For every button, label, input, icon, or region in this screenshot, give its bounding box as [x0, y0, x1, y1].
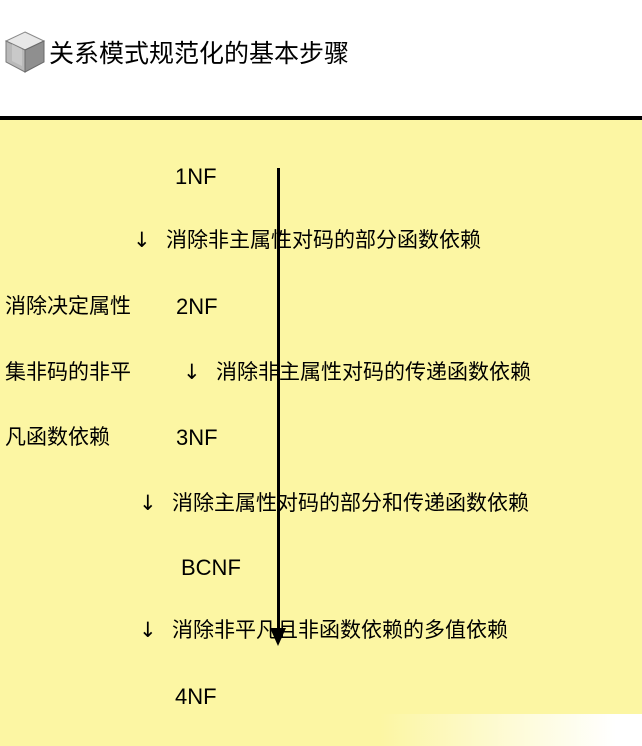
- side-note-line1: 消除决定属性: [5, 294, 131, 318]
- step3-label: 消除主属性对码的部分和传递函数依赖: [172, 491, 529, 515]
- nf2-label: 2NF: [176, 294, 218, 319]
- arrow-down-icon: ↓: [183, 360, 201, 384]
- flow-arrow-line: [277, 168, 280, 630]
- page-title: 关系模式规范化的基本步骤: [49, 39, 350, 68]
- header: 关系模式规范化的基本步骤: [0, 0, 642, 116]
- nf1-label: 1NF: [175, 164, 217, 189]
- arrow-down-icon: ↓: [139, 491, 157, 515]
- arrow-down-icon: ↓: [133, 228, 151, 252]
- nf3-label: 3NF: [176, 425, 218, 450]
- step1-label: 消除非主属性对码的部分函数依赖: [166, 228, 481, 252]
- step2-label: 消除非主属性对码的传递函数依赖: [216, 360, 531, 384]
- step4-label: 消除非平凡且非函数依赖的多值依赖: [172, 618, 508, 642]
- flow-arrow-head: [270, 628, 286, 646]
- nf4-label: 4NF: [175, 684, 217, 709]
- title-divider: [0, 116, 642, 120]
- panel-fade: [380, 714, 642, 746]
- arrow-down-icon: ↓: [139, 618, 157, 642]
- side-note-line3: 凡函数依赖: [5, 425, 110, 449]
- cube-icon: [4, 31, 46, 73]
- side-note-line2: 集非码的非平: [5, 360, 131, 384]
- bcnf-label: BCNF: [181, 555, 241, 580]
- diagram-panel: [0, 120, 642, 746]
